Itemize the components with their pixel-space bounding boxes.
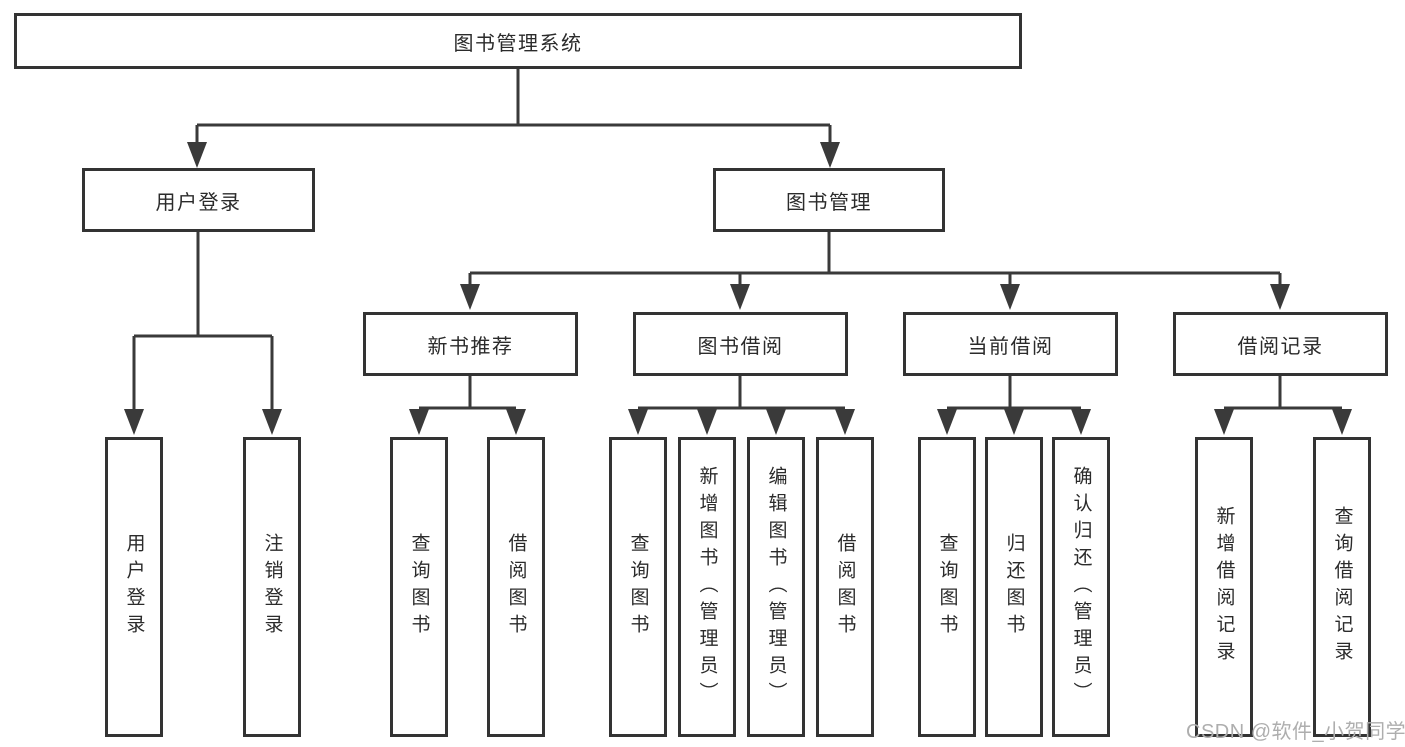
- node-current-borrowing: 当前借阅: [903, 312, 1118, 376]
- node-user-login-leaf: 用户登录: [105, 437, 163, 737]
- arrowhead-icon: [409, 409, 429, 435]
- arrowhead-icon: [506, 409, 526, 435]
- node-user-login: 用户登录: [82, 168, 315, 232]
- node-borrowing-records: 借阅记录: [1173, 312, 1388, 376]
- node-query-books-borrowing: 查询图书: [609, 437, 667, 737]
- arrowhead-icon: [937, 409, 957, 435]
- arrowhead-icon: [1004, 409, 1024, 435]
- arrowhead-icon: [766, 409, 786, 435]
- arrowhead-icon: [628, 409, 648, 435]
- node-query-borrow-record: 查询借阅记录: [1313, 437, 1371, 737]
- arrowhead-icon: [697, 409, 717, 435]
- arrowhead-icon: [1332, 409, 1352, 435]
- node-return-books: 归还图书: [985, 437, 1043, 737]
- arrowhead-icon: [1000, 284, 1020, 310]
- arrowhead-icon: [820, 142, 840, 168]
- node-borrow-books-recommend: 借阅图书: [487, 437, 545, 737]
- node-query-books-recommend: 查询图书: [390, 437, 448, 737]
- node-confirm-return-admin: 确认归还（管理员）: [1052, 437, 1110, 737]
- arrowhead-icon: [1071, 409, 1091, 435]
- arrowhead-icon: [187, 142, 207, 168]
- arrowhead-icon: [1270, 284, 1290, 310]
- node-add-borrow-record: 新增借阅记录: [1195, 437, 1253, 737]
- node-edit-books-admin: 编辑图书（管理员）: [747, 437, 805, 737]
- arrowhead-icon: [730, 284, 750, 310]
- node-book-management: 图书管理: [713, 168, 945, 232]
- node-add-books-admin: 新增图书（管理员）: [678, 437, 736, 737]
- arrowhead-icon: [460, 284, 480, 310]
- node-library-management-system: 图书管理系统: [14, 13, 1022, 69]
- watermark-text: CSDN @软件_小贺同学: [1186, 721, 1405, 743]
- node-new-book-recommendation: 新书推荐: [363, 312, 578, 376]
- arrowhead-icon: [262, 409, 282, 435]
- node-borrow-books-leaf: 借阅图书: [816, 437, 874, 737]
- arrowhead-icon: [835, 409, 855, 435]
- arrowhead-icon: [124, 409, 144, 435]
- arrowhead-icon: [1214, 409, 1234, 435]
- node-logout-leaf: 注销登录: [243, 437, 301, 737]
- node-query-books-current: 查询图书: [918, 437, 976, 737]
- node-book-borrowing: 图书借阅: [633, 312, 848, 376]
